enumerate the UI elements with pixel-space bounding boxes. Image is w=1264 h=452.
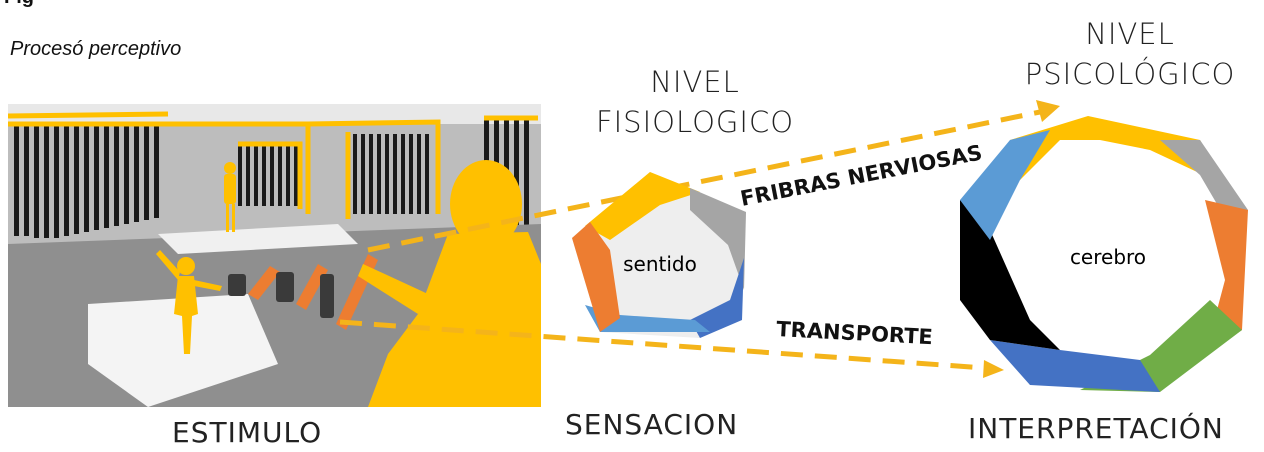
nerve-fibers-arrow (367, 100, 1060, 253)
transport-arrow (339, 319, 1004, 378)
stimulus-label: ESTIMULO (172, 416, 323, 449)
physiological-level-line1: NIVEL (650, 65, 740, 99)
sense-label: sentido (623, 252, 697, 276)
sensation-label: SENSACION (565, 408, 739, 441)
figure-heading: Fig (4, 0, 34, 9)
psychological-level-line2: PSICOLÓGICO (1024, 57, 1236, 91)
transport-label: TRANSPORTE (776, 317, 934, 349)
nerve-fibers-label: FRIBRAS NERVIOSAS (738, 140, 984, 210)
figure-subtitle: Procesó perceptivo (10, 38, 182, 60)
brain-label: cerebro (1070, 245, 1146, 269)
psychological-level-title: NIVEL PSICOLÓGICO (1000, 14, 1260, 94)
stimulus-scene-illustration (8, 104, 541, 407)
scene-drawing (8, 104, 541, 407)
brain-heptagon (960, 116, 1248, 392)
psychological-level-line1: NIVEL (1085, 17, 1175, 51)
physiological-level-line2: FISIOLOGICO (595, 105, 795, 139)
interpretation-label: INTERPRETACIÓN (968, 412, 1224, 445)
sense-pentagon (572, 172, 746, 338)
physiological-level-title: NIVEL FISIOLOGICO (585, 62, 805, 142)
